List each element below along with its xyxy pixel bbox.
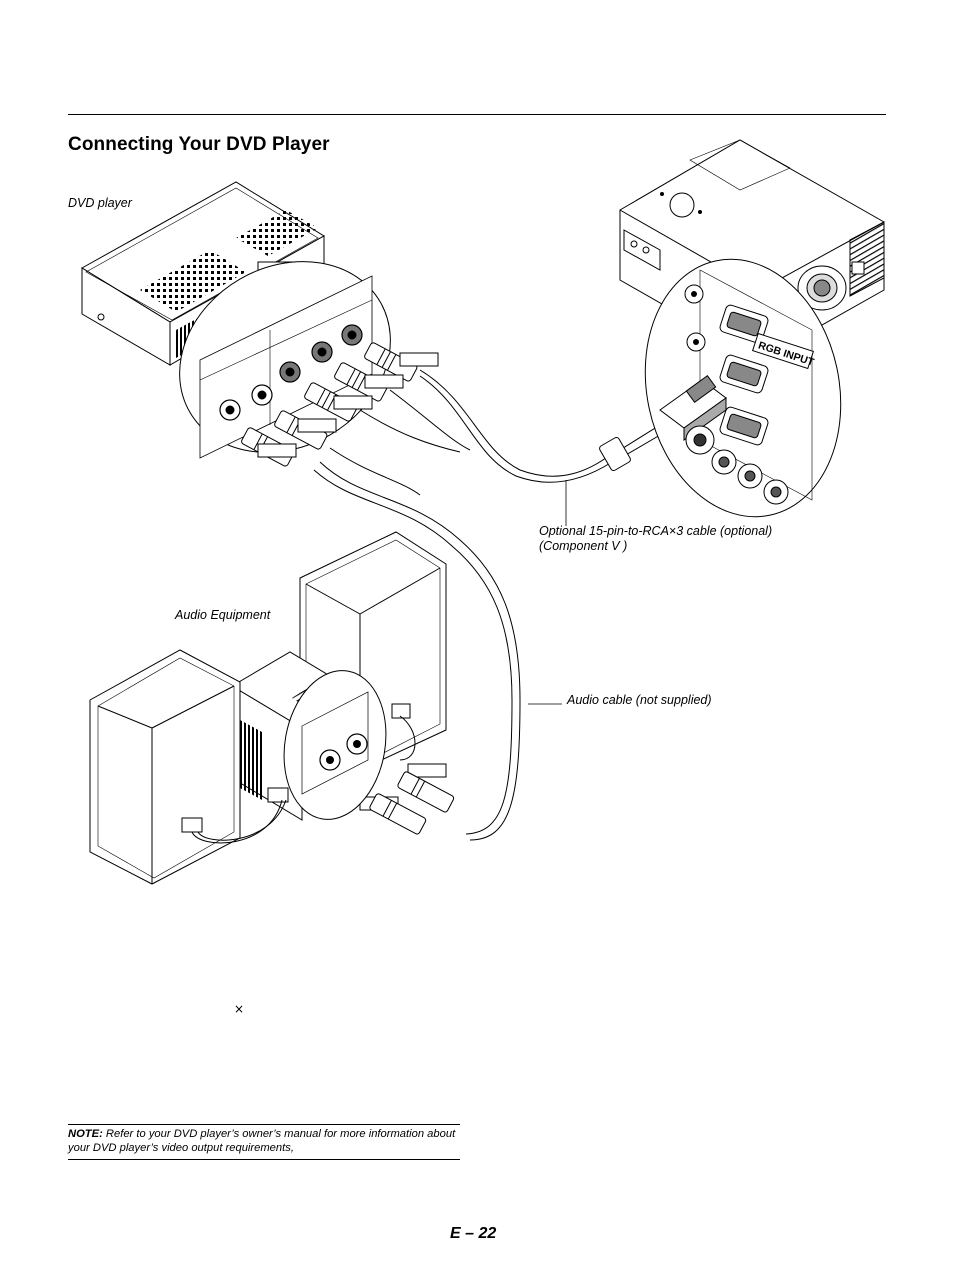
dvd-rca-jacks <box>219 324 363 421</box>
page-number: E – 22 <box>450 1225 497 1242</box>
s-video-and-video-jacks <box>685 425 789 505</box>
note-prefix: NOTE: <box>68 1128 103 1140</box>
audio-input-callout <box>283 670 387 820</box>
audio-rca-plugs-amp <box>369 771 455 835</box>
top-rule <box>68 114 886 115</box>
rgb-input-port-2 <box>719 354 769 394</box>
section-title: Connecting Your DVD Player <box>68 134 330 155</box>
audio-cable-label: Audio cable (not supplied) <box>567 693 712 707</box>
connector-tags <box>257 352 447 811</box>
component-cable-label-line1: Optional 15-pin-to-RCA×3 cable (optional… <box>539 524 773 538</box>
dvd-player-label: DVD player <box>68 196 132 210</box>
times-symbol: × <box>234 1002 245 1016</box>
note-text: Refer to your DVD player’s owner’s manua… <box>68 1128 456 1154</box>
audio-equipment-label: Audio Equipment <box>175 608 271 622</box>
component-cable <box>359 369 673 526</box>
note-box: NOTE: Refer to your DVD player’s owner’s… <box>68 1124 460 1160</box>
projector-input-callout: RGB INPUT <box>644 258 842 518</box>
rgb-input-port-1 <box>719 304 769 344</box>
component-cable-label-line2: (Component V ) <box>539 539 628 553</box>
rgb-input-port-3 <box>719 406 769 446</box>
ferrite-core <box>599 436 631 472</box>
audio-cable <box>313 447 562 841</box>
left-speaker <box>89 649 241 885</box>
speaker-wires <box>191 715 416 844</box>
